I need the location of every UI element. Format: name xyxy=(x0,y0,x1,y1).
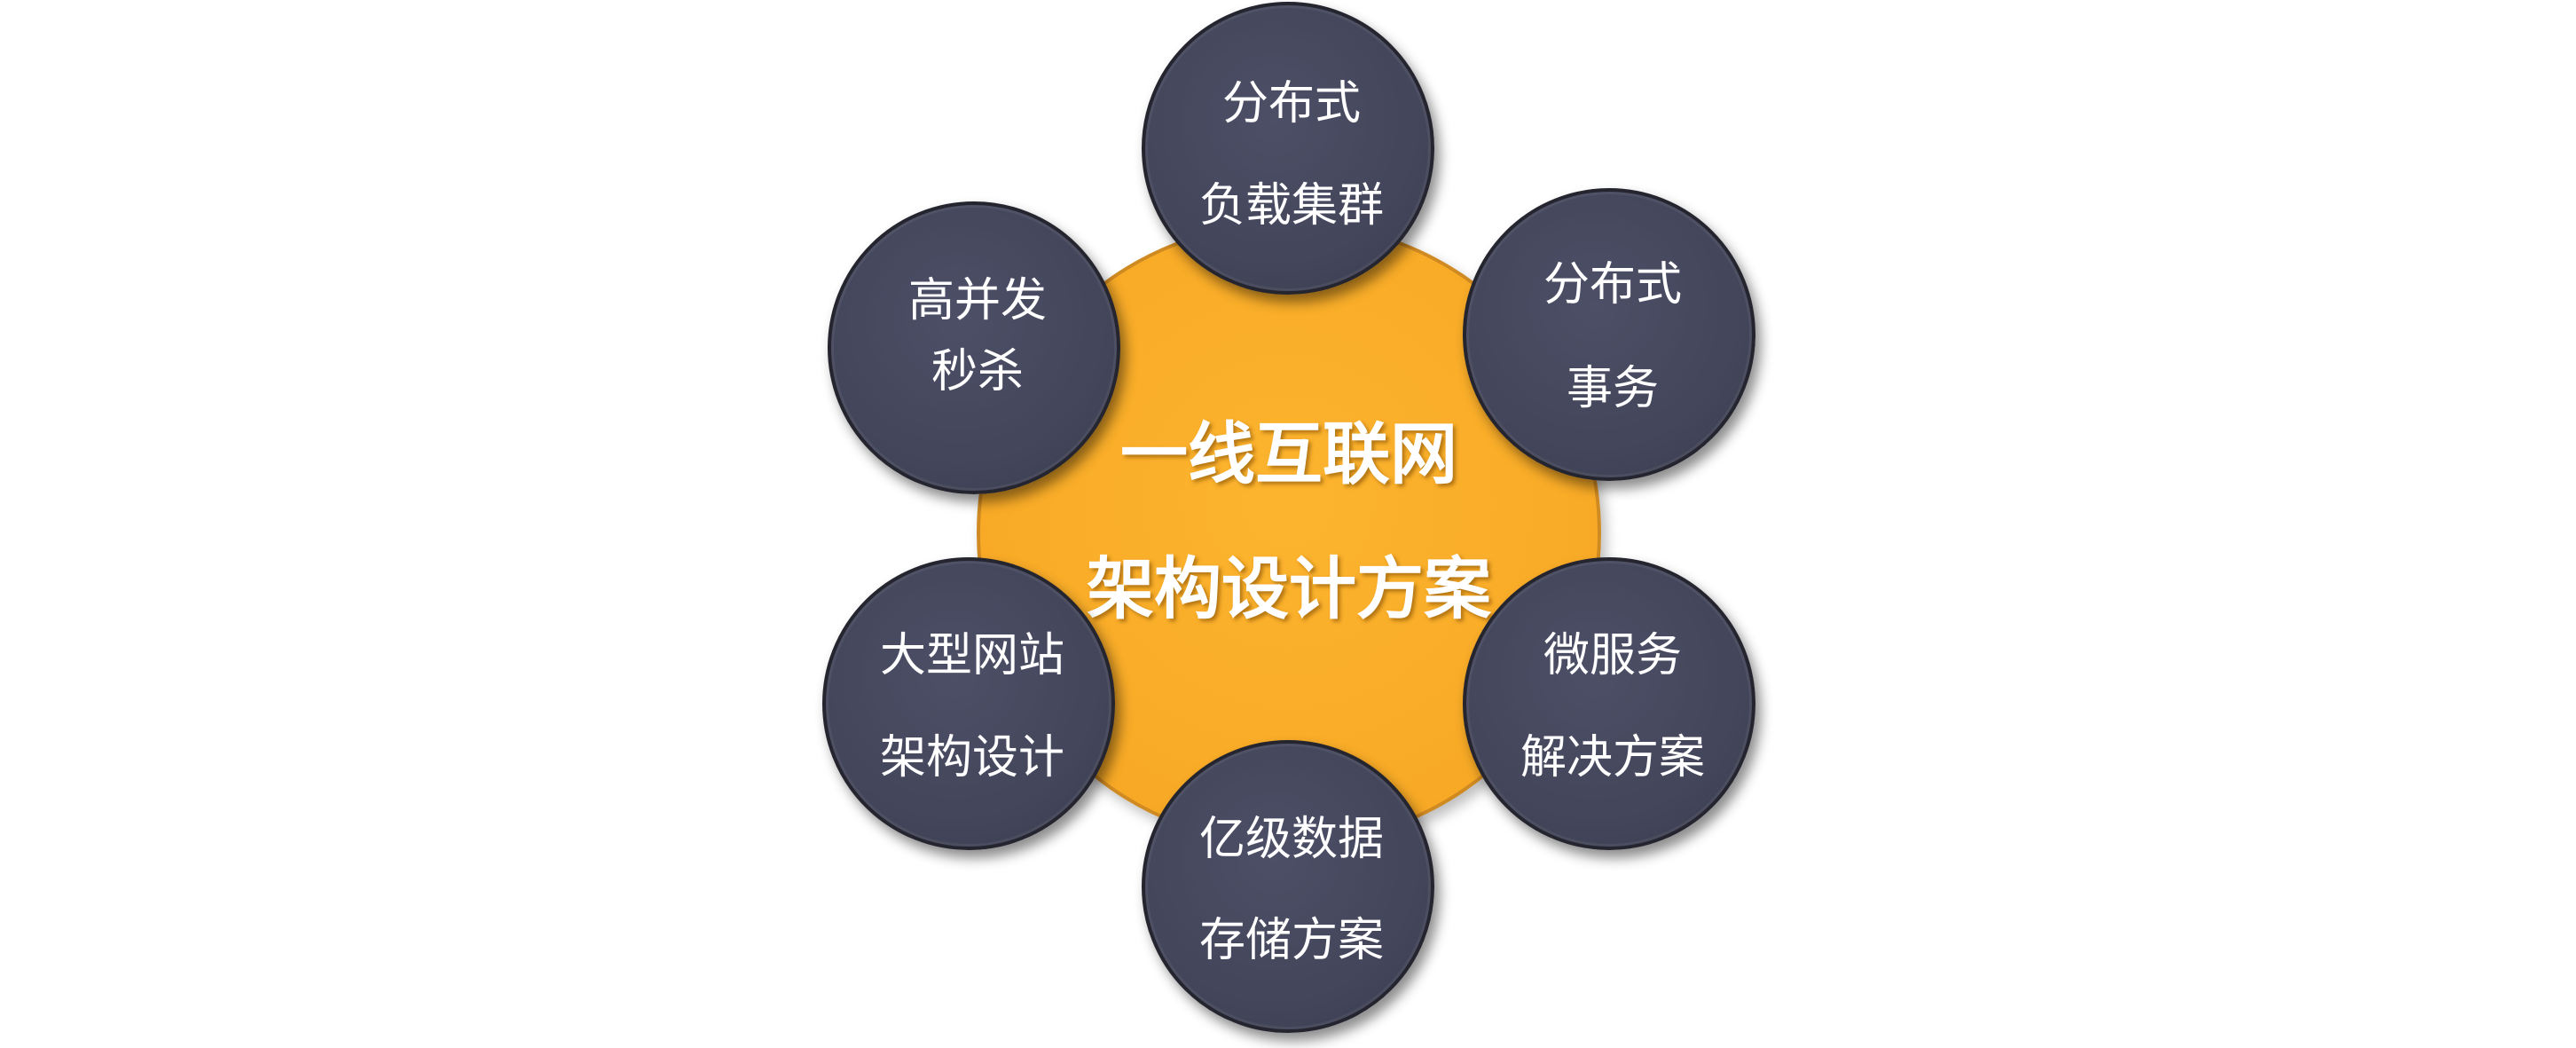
center-title-line-2: 架构设计方案 xyxy=(1087,549,1491,628)
node-distributed-load-cluster: 分布式 负载集群 xyxy=(1142,2,1434,295)
node-label-line-1: 分布式 xyxy=(1543,258,1682,311)
node-high-concurrency-flash-sale: 高并发 秒杀 xyxy=(828,201,1120,494)
center-title-line-1: 一线互联网 xyxy=(1120,414,1457,493)
node-label-line-2: 事务 xyxy=(1566,362,1659,415)
node-microservice-solution: 微服务 解决方案 xyxy=(1463,557,1755,850)
node-large-website-architecture: 大型网站 架构设计 xyxy=(822,557,1115,850)
node-distributed-transaction: 分布式 事务 xyxy=(1463,188,1755,481)
node-label-line-2: 负载集群 xyxy=(1198,179,1384,232)
node-label-line-1: 微服务 xyxy=(1543,629,1682,682)
node-label-line-2: 架构设计 xyxy=(879,731,1064,784)
node-label-line-1: 高并发 xyxy=(907,274,1047,327)
node-label-line-1: 大型网站 xyxy=(879,629,1064,682)
node-massive-data-storage: 亿级数据 存储方案 xyxy=(1142,740,1434,1033)
node-label-line-2: 解决方案 xyxy=(1520,731,1705,784)
node-label-line-2: 秒杀 xyxy=(931,345,1024,398)
node-label-line-2: 存储方案 xyxy=(1198,914,1384,967)
node-label-line-1: 亿级数据 xyxy=(1198,813,1384,866)
node-label-line-1: 分布式 xyxy=(1221,77,1361,130)
